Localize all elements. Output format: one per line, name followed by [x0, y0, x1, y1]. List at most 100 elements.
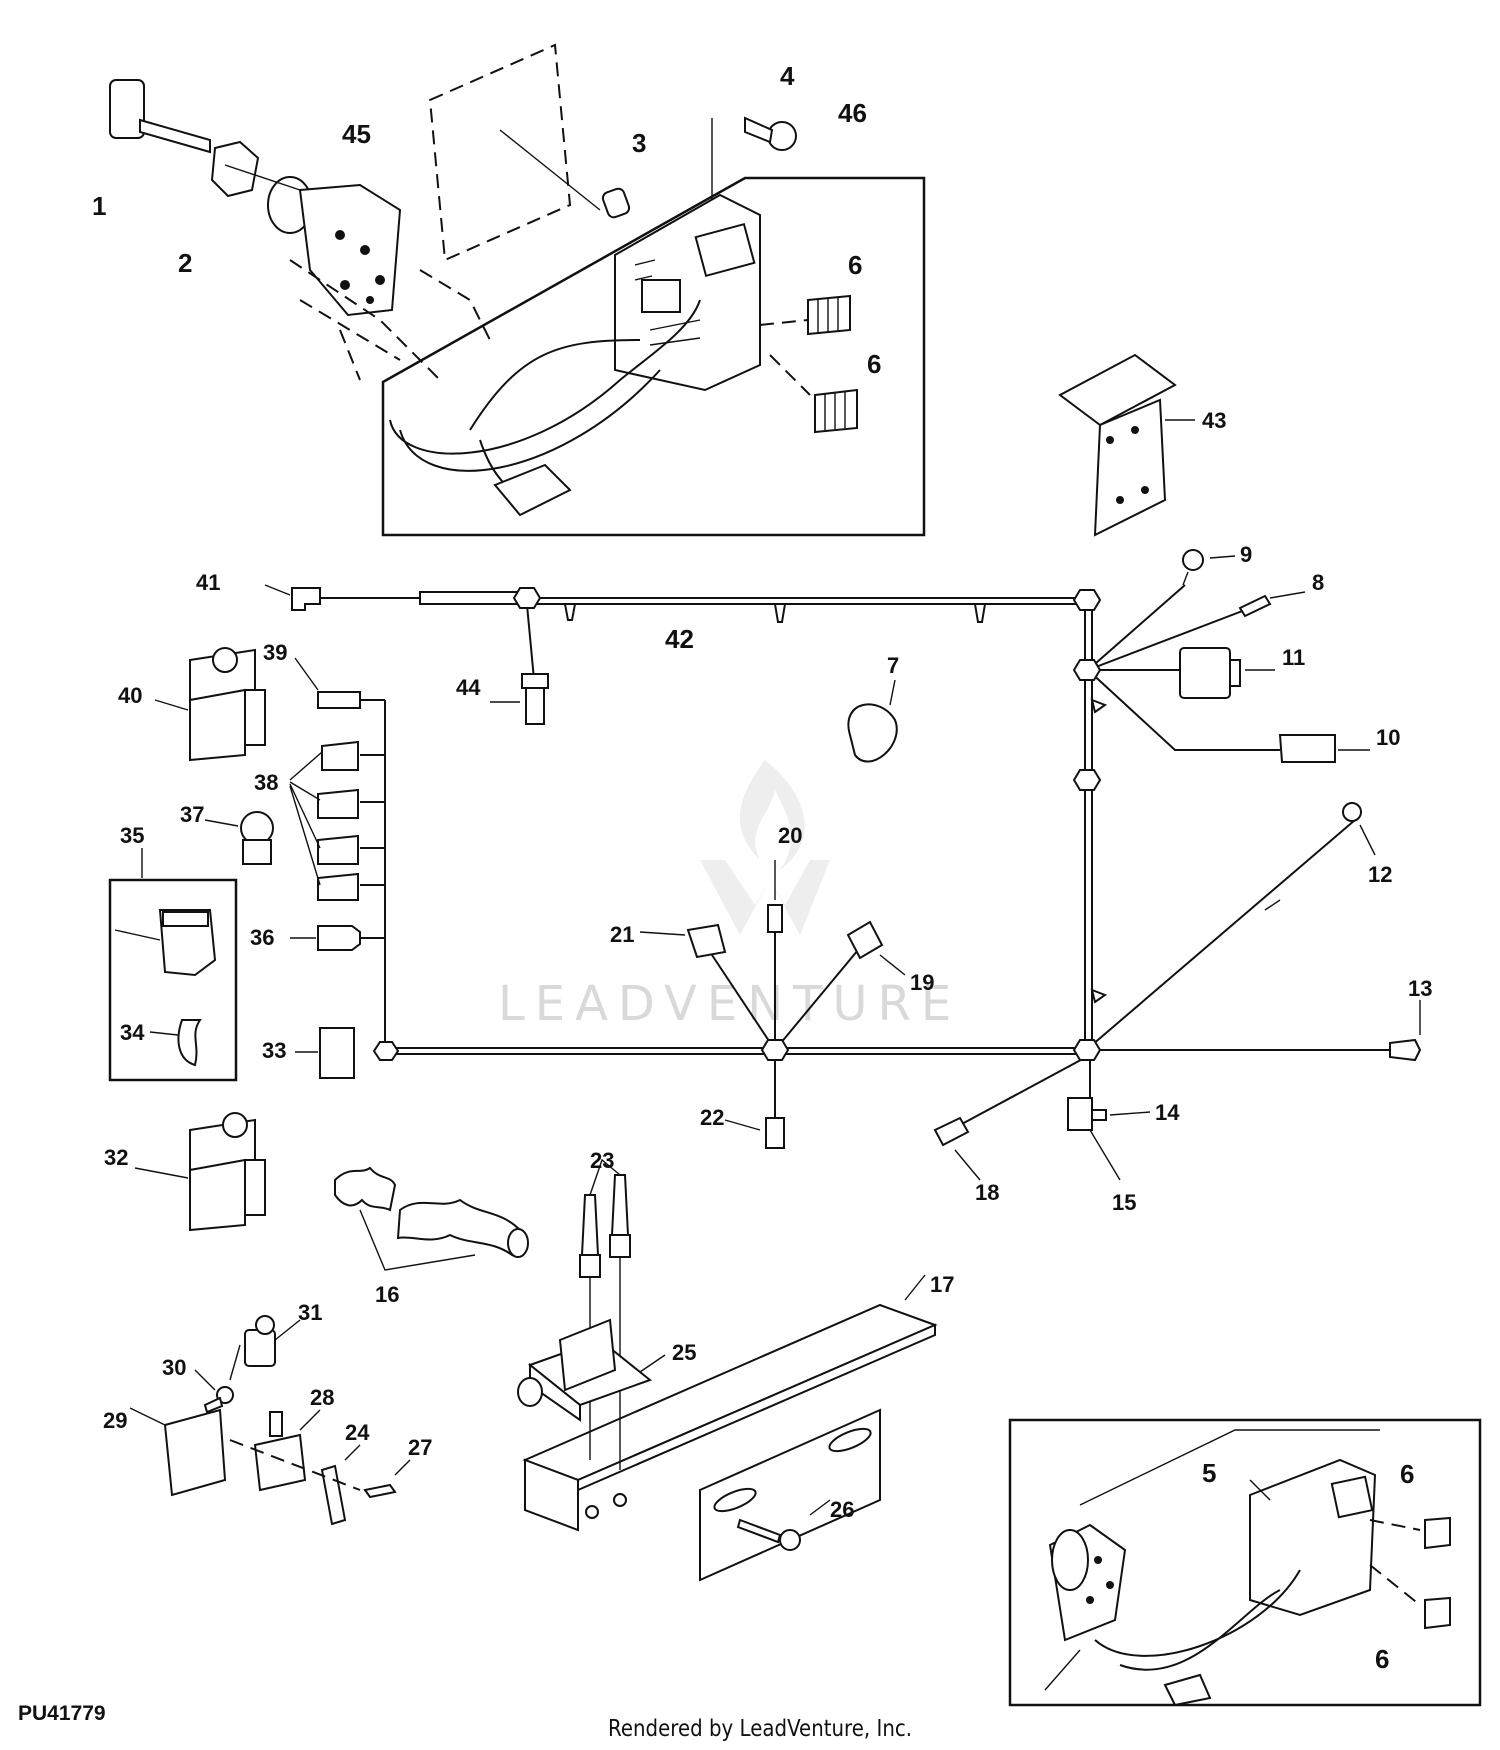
- harness-plug: [493, 463, 572, 517]
- key-part: [109, 79, 211, 154]
- callout-30: 30: [162, 1355, 186, 1380]
- callout-37: 37: [180, 802, 204, 827]
- callout-24: 24: [345, 1420, 370, 1445]
- callout-labels: 1 2 45 3 4 46 6 6 43 41 42 9 8 11 44 39 …: [92, 61, 1432, 1674]
- callout-10: 10: [1376, 725, 1400, 750]
- fuse-box-35: [108, 878, 238, 1082]
- pins-23: [579, 1174, 631, 1470]
- panel-outline: [428, 43, 572, 262]
- callout-27: 27: [408, 1435, 432, 1460]
- callout-45: 45: [342, 119, 371, 149]
- bulb-37: [240, 811, 274, 865]
- callout-19: 19: [910, 970, 934, 995]
- callout-36: 36: [250, 925, 274, 950]
- connectors-38: [289, 740, 359, 901]
- wiring-harness: [320, 584, 1390, 1126]
- callout-35: 35: [120, 823, 144, 848]
- ring-terminal-9: [1182, 549, 1204, 586]
- callout-3: 3: [632, 128, 646, 158]
- connector-13: [1389, 1038, 1422, 1062]
- connector-39: [317, 691, 361, 709]
- bracket-29: [163, 1408, 227, 1497]
- callout-6d: 6: [1375, 1644, 1389, 1674]
- render-credit: Rendered by LeadVenture, Inc.: [608, 1716, 913, 1742]
- connector-20: [767, 904, 783, 933]
- connector-36: [317, 925, 361, 951]
- connector-part-6a: [807, 294, 851, 336]
- callout-32: 32: [104, 1145, 128, 1170]
- callout-41: 41: [196, 570, 220, 595]
- spacer-part: [601, 187, 631, 219]
- callout-29: 29: [103, 1408, 127, 1433]
- callout-4: 4: [780, 61, 795, 91]
- switch-32: [189, 1112, 266, 1232]
- connector-19: [846, 920, 884, 960]
- connector-44: [521, 673, 549, 725]
- bracket-17: [522, 1303, 938, 1582]
- fuse-35: [158, 909, 217, 977]
- callout-25: 25: [672, 1340, 696, 1365]
- callout-40: 40: [118, 683, 142, 708]
- callout-31: 31: [298, 1300, 322, 1325]
- bracket-part: [1058, 353, 1177, 537]
- callout-15: 15: [1112, 1190, 1136, 1215]
- callout-23: 23: [590, 1148, 614, 1173]
- callout-8: 8: [1312, 570, 1324, 595]
- detail-inset-box: [1008, 1418, 1482, 1707]
- callout-39: 39: [263, 640, 287, 665]
- terminal-24: [320, 1464, 347, 1526]
- ring-terminal-12: [1342, 802, 1362, 822]
- callout-33: 33: [262, 1038, 286, 1063]
- callout-21: 21: [610, 922, 634, 947]
- callout-43: 43: [1202, 408, 1226, 433]
- watermark-text: LEADVENTURE: [498, 976, 961, 1032]
- screw-30: [203, 1386, 234, 1414]
- callout-20: 20: [778, 823, 802, 848]
- inset-plug: [1163, 1673, 1212, 1707]
- ignition-switch-part: [267, 176, 402, 317]
- connector-18: [933, 1116, 970, 1147]
- callout-5: 5: [1202, 1458, 1216, 1488]
- terminal-8: [1238, 594, 1272, 618]
- callout-11: 11: [1282, 645, 1305, 670]
- hinge-25: [517, 1318, 653, 1422]
- callout-22: 22: [700, 1105, 724, 1130]
- callout-6a: 6: [848, 250, 862, 280]
- callout-12: 12: [1368, 862, 1392, 887]
- callout-28: 28: [310, 1385, 334, 1410]
- sensor-14: [1067, 1097, 1107, 1131]
- callout-38: 38: [254, 770, 278, 795]
- figure-id: PU41779: [18, 1702, 106, 1725]
- sensor-28: [253, 1411, 307, 1492]
- callout-17: 17: [930, 1272, 954, 1297]
- assembly-box-46: [381, 176, 926, 537]
- terminal-27: [363, 1483, 397, 1499]
- clamp-7: [847, 703, 898, 763]
- fuse-clip-34: [177, 1019, 202, 1067]
- callout-1: 1: [92, 191, 106, 221]
- inset-detail: [1044, 1429, 1451, 1707]
- callout-6c: 6: [1400, 1459, 1414, 1489]
- connector-41: [291, 587, 321, 611]
- callout-16: 16: [375, 1282, 399, 1307]
- connector-10: [1278, 734, 1336, 763]
- connector-22: [765, 1117, 785, 1149]
- relay-11: [1179, 647, 1241, 699]
- callout-14: 14: [1155, 1100, 1180, 1125]
- connector-21: [686, 923, 727, 959]
- callout-18: 18: [975, 1180, 999, 1205]
- screw-part: [744, 116, 797, 151]
- screw-26: [736, 1518, 801, 1551]
- switch-31: [229, 1315, 276, 1381]
- spiral-wrap-16: [334, 1166, 529, 1258]
- control-module-part: [614, 193, 761, 392]
- callout-46: 46: [838, 98, 867, 128]
- connector-33: [319, 1027, 355, 1079]
- callout-44: 44: [456, 675, 481, 700]
- callout-7: 7: [887, 653, 899, 678]
- switch-40: [189, 647, 266, 762]
- callout-26: 26: [830, 1497, 854, 1522]
- callout-2: 2: [178, 248, 192, 278]
- watermark-logo: [700, 760, 830, 935]
